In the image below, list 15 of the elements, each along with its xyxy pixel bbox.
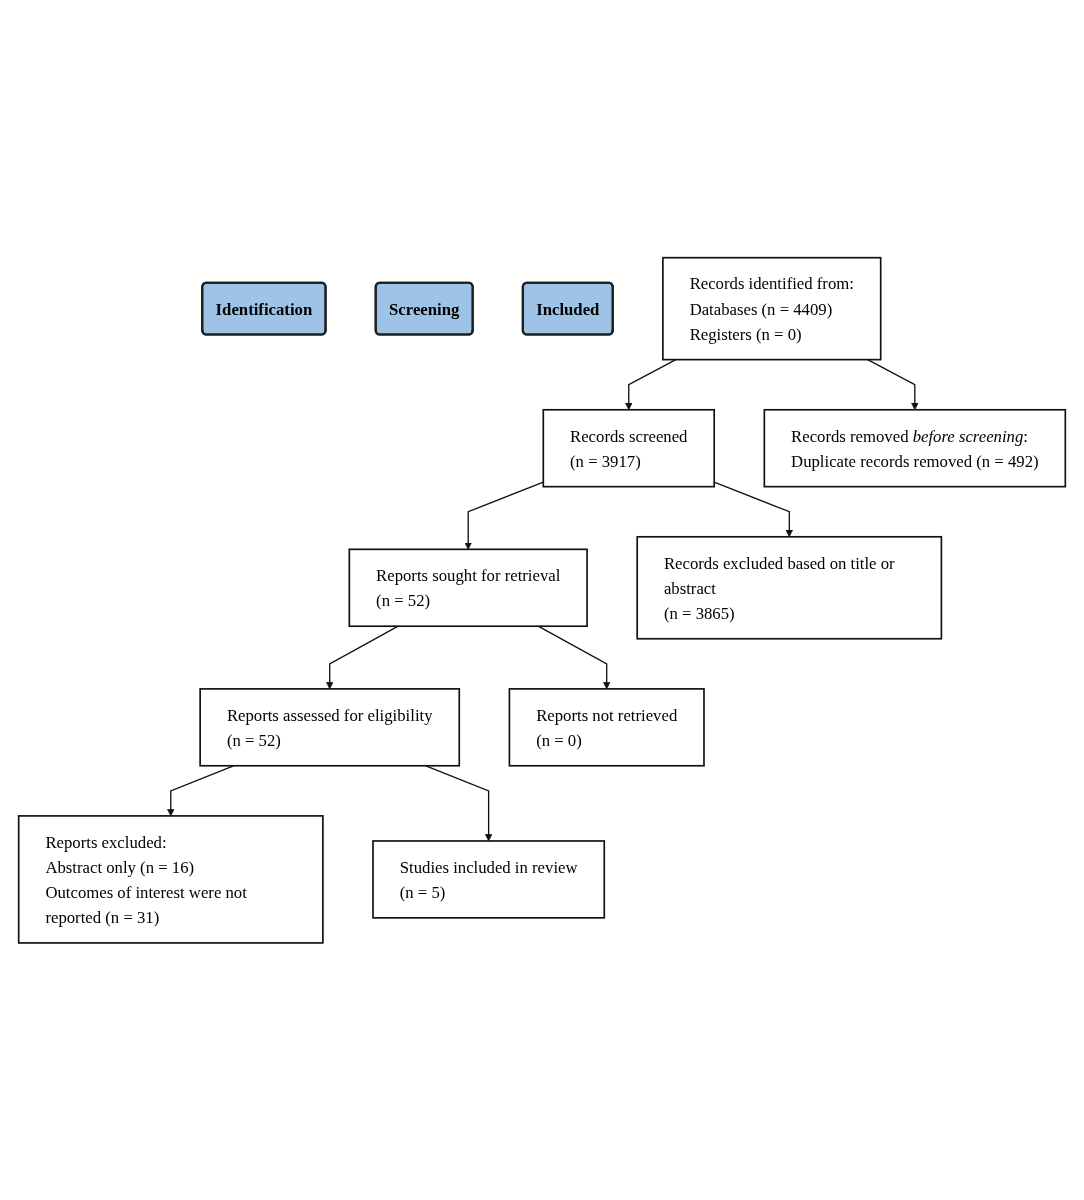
arrow	[625, 358, 677, 410]
node-box: Reports not retrieved (n = 0)	[508, 687, 705, 767]
node-box: Reports sought for retrieval (n = 52)	[348, 548, 588, 627]
node-box: Records removed before screening: Duplicate records removed (n = 492)	[763, 408, 1067, 488]
arrow	[326, 625, 399, 689]
node-box: Records identified from: Databases (n = 4409) Registers (n = 0)	[662, 256, 882, 361]
node-box: Reports assessed for eligibility (n = 52)	[199, 687, 461, 767]
node-box: Records excluded based on title or abstract (n = 3865)	[636, 535, 943, 640]
arrow	[867, 358, 919, 410]
arrow	[425, 764, 493, 841]
node-box: Studies included in review (n = 5)	[372, 839, 606, 919]
node-box: Records screened (n = 3917)	[542, 408, 716, 488]
node-box: Reports excluded: Abstract only (n = 16) Outcomes of interest were not reported (n = 31)	[17, 814, 324, 944]
arrow	[464, 481, 544, 550]
arrow	[537, 625, 611, 689]
